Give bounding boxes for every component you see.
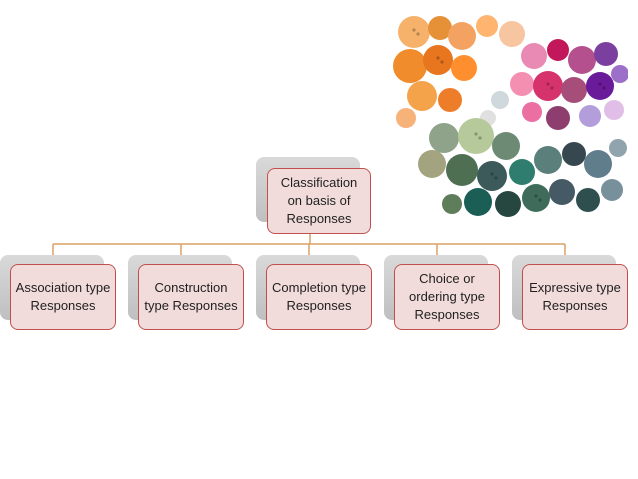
child-node-completion: Completion type Responses	[266, 264, 372, 330]
child-node-label: Construction type Responses	[144, 280, 238, 313]
child-node-expressive: Expressive type Responses	[522, 264, 628, 330]
child-node-association: Association type Responses	[10, 264, 116, 330]
child-node-label: Completion type Responses	[272, 280, 366, 313]
child-node-label: Association type Responses	[15, 280, 111, 313]
child-node-choice-ordering: Choice or ordering type Responses	[394, 264, 500, 330]
child-node-construction: Construction type Responses	[138, 264, 244, 330]
colorful-buttons-photo	[392, 14, 628, 220]
child-node-label: Choice or ordering type Responses	[409, 271, 485, 322]
root-node-label: Classification on basis of Responses	[280, 175, 358, 226]
child-node-label: Expressive type Responses	[529, 280, 621, 313]
root-node: Classification on basis of Responses	[267, 168, 371, 234]
